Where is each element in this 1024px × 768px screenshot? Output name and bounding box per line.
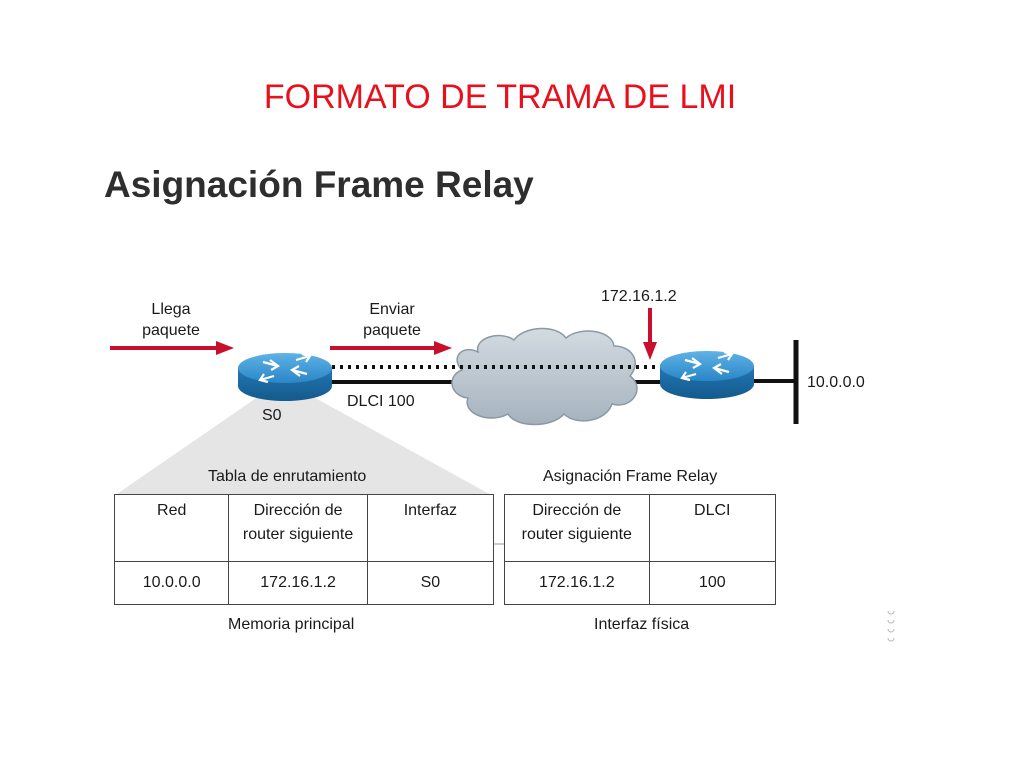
arrives-line1: Llega [151,301,191,318]
routing-table-header-row: Red Dirección de router siguiente Interf… [113,494,495,562]
table-row: 10.0.0.0 172.16.1.2 S0 [113,561,495,605]
memory-funnel [114,394,493,496]
routing-table: Red Dirección de router siguiente Interf… [113,494,495,605]
remote-ip-label: 172.16.1.2 [601,288,677,305]
arrow-remote-ip-icon [643,308,657,360]
router-left-icon [238,352,332,401]
header-cell: Dirección de router siguiente [504,494,650,562]
table-cell: 100 [648,561,777,605]
slide-title: FORMATO DE TRAMA DE LMI [263,78,737,116]
table-row: 172.16.1.2 100 [504,561,777,605]
send-label: Enviar paquete [346,299,438,341]
header-cell: Dirección de router siguiente [228,494,368,562]
send-line2: paquete [363,322,421,339]
frame-relay-map-caption: Asignación Frame Relay [543,468,718,485]
header-cell: Red [113,494,230,562]
frame-relay-map-footer: Interfaz física [594,616,690,633]
arrives-label: Llega paquete [126,299,216,341]
routing-table-caption: Tabla de enrutamiento [208,468,367,485]
interface-s0-label: S0 [262,407,282,424]
header-cell: Interfaz [366,494,495,562]
dlci-label: DLCI 100 [347,393,415,410]
arrow-arrives-icon [110,341,234,355]
header-cell: DLCI [648,494,777,562]
table-cell: 10.0.0.0 [113,561,230,605]
figure-title: Asignación Frame Relay [104,164,534,205]
frame-relay-map-table: Dirección de router siguiente DLCI 172.1… [504,494,777,605]
router-right-icon [660,350,754,399]
frame-relay-map-header-row: Dirección de router siguiente DLCI [504,494,777,562]
side-marks-icon [887,610,895,642]
arrives-line2: paquete [142,322,200,339]
table-cell: 172.16.1.2 [504,561,650,605]
remote-network-label: 10.0.0.0 [807,374,865,391]
send-line1: Enviar [369,301,415,318]
arrow-send-icon [330,341,452,355]
routing-table-footer: Memoria principal [228,616,355,633]
frame-relay-cloud-icon [451,327,638,426]
table-cell: S0 [366,561,495,605]
table-cell: 172.16.1.2 [228,561,368,605]
